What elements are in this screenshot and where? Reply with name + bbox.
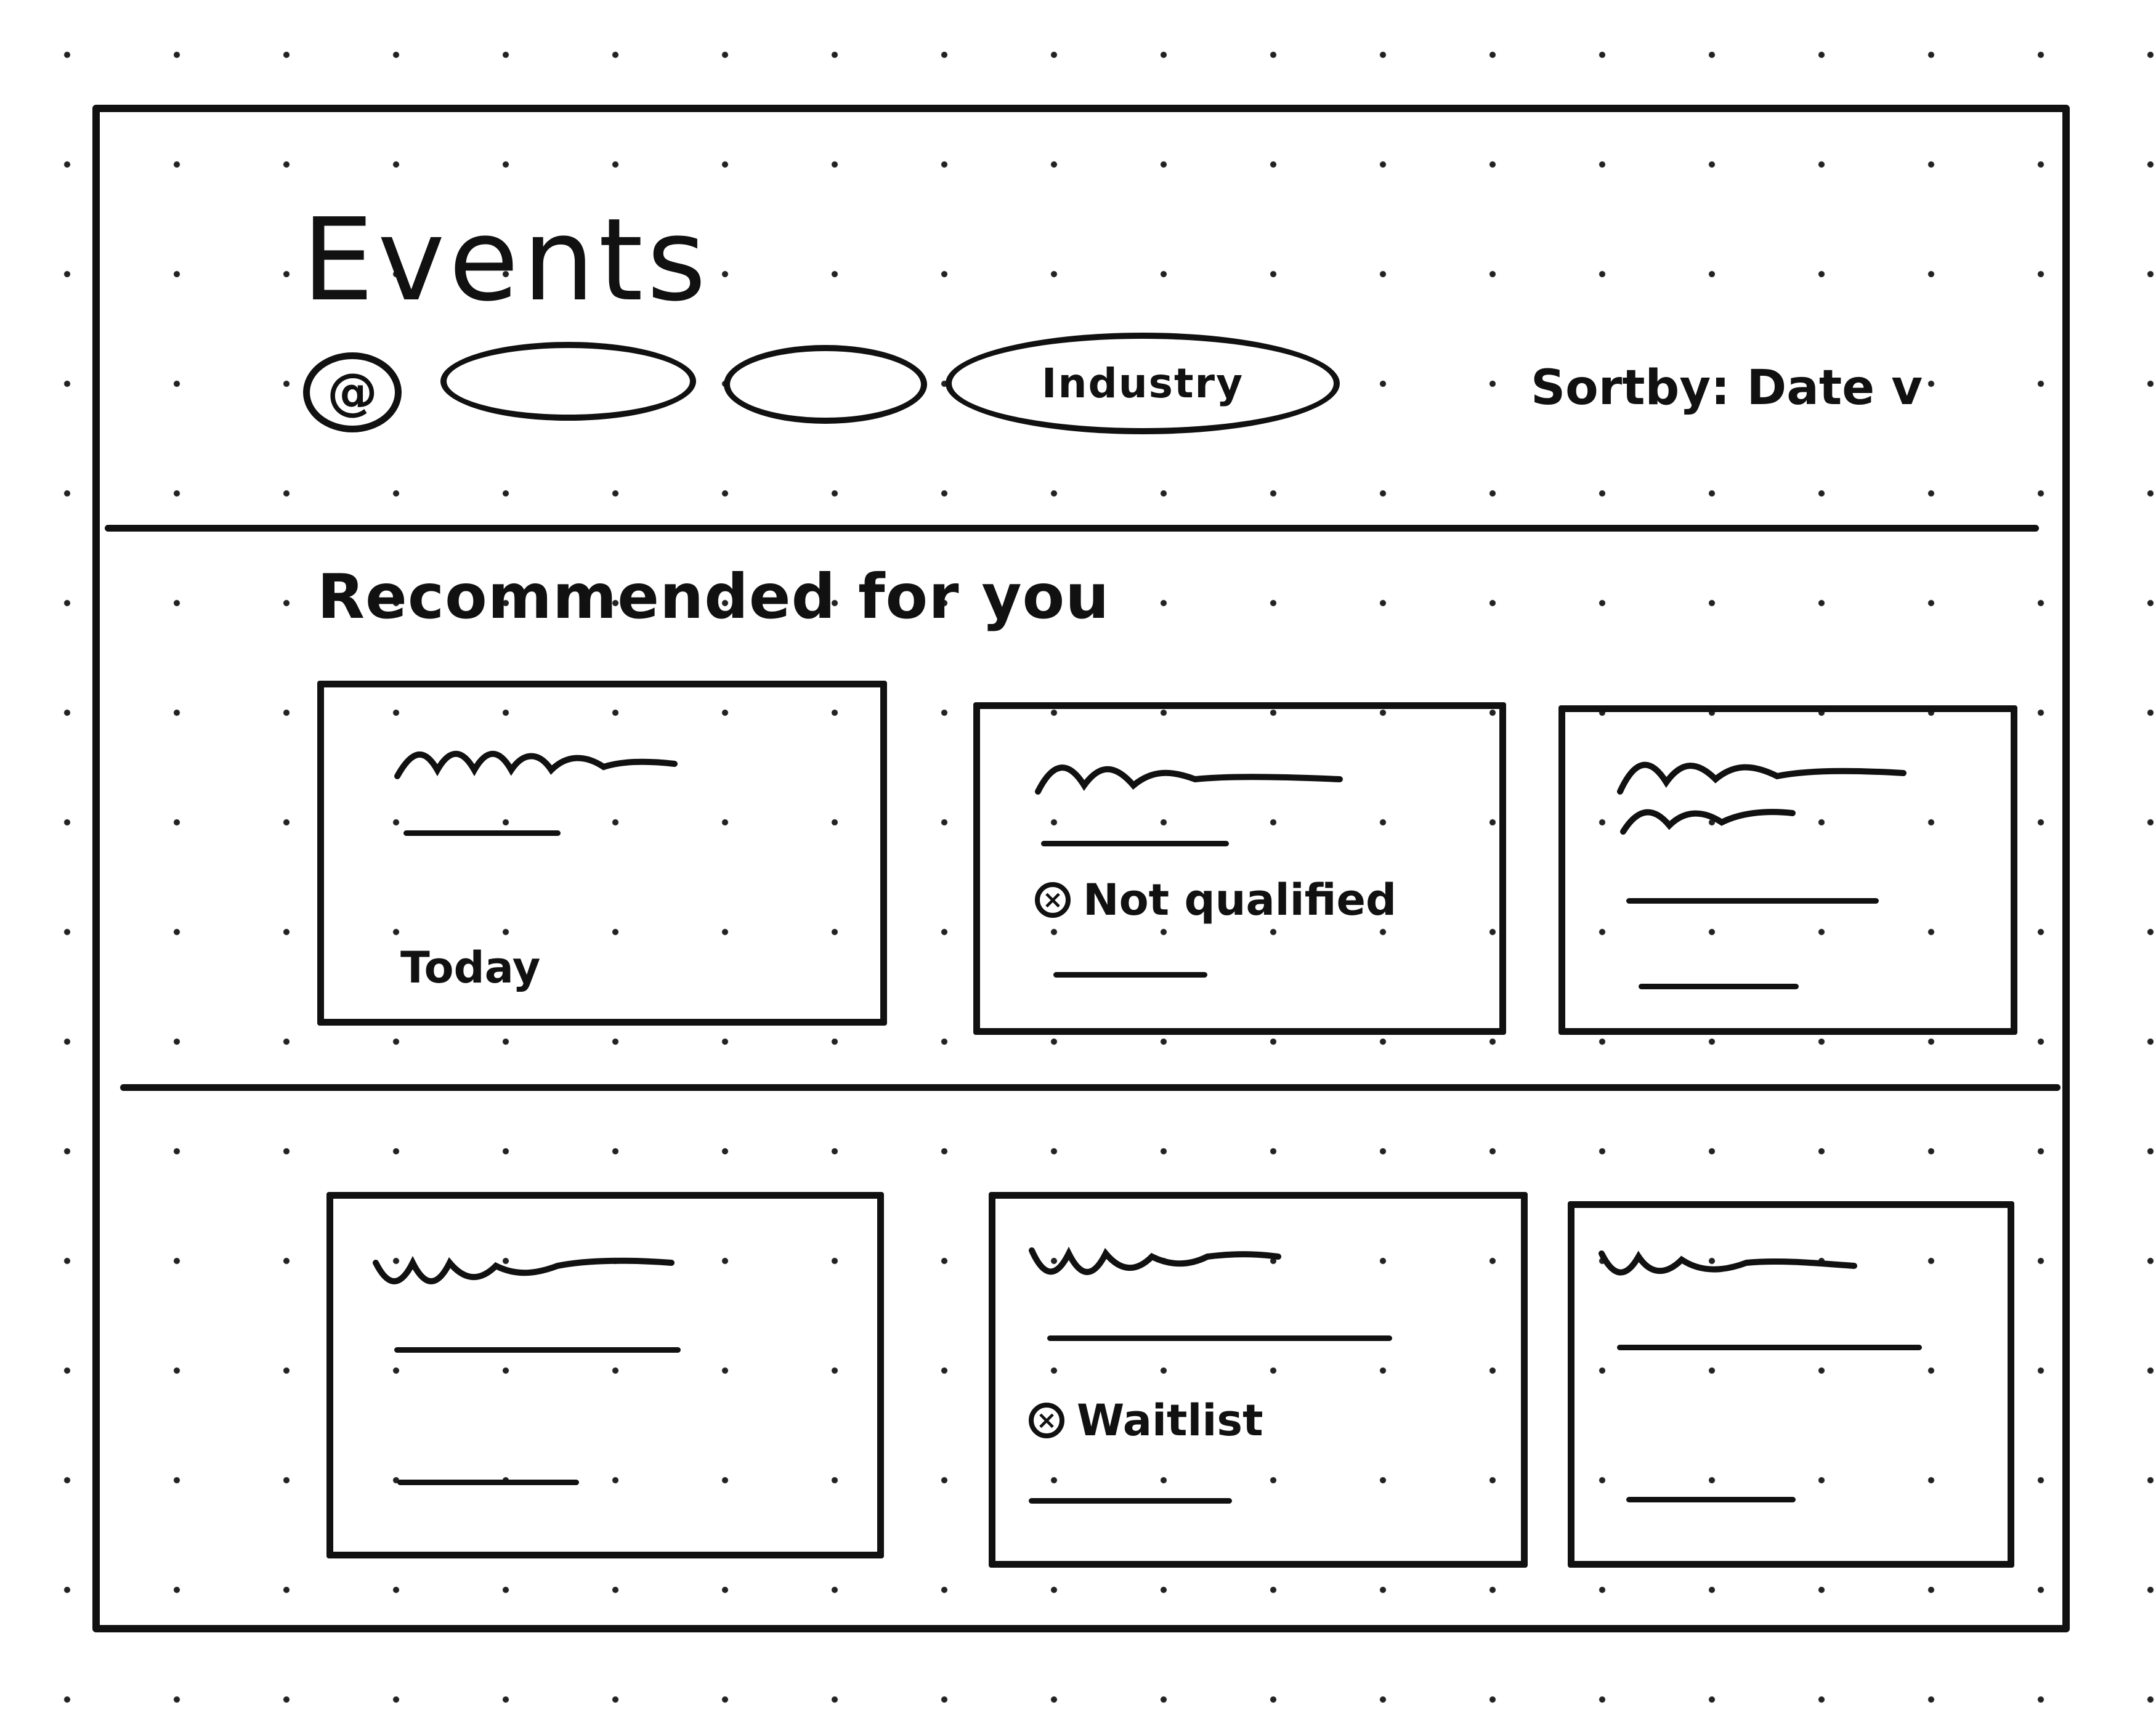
page-title: Events bbox=[302, 193, 710, 326]
x-circle-icon: × bbox=[1029, 1403, 1064, 1438]
filter-chip-1[interactable] bbox=[440, 342, 696, 421]
event-detail-placeholder bbox=[1053, 972, 1207, 978]
event-status: × Not qualified bbox=[1035, 875, 1396, 925]
event-card[interactable] bbox=[326, 1192, 884, 1558]
event-card[interactable] bbox=[317, 681, 887, 1026]
search-icon[interactable]: @ bbox=[303, 352, 402, 432]
event-card[interactable] bbox=[989, 1192, 1528, 1568]
event-title-placeholder bbox=[394, 750, 678, 779]
event-detail-placeholder bbox=[1029, 1498, 1232, 1504]
filter-chip-2[interactable] bbox=[724, 345, 927, 424]
event-detail-placeholder bbox=[397, 1480, 579, 1485]
event-status-label: Not qualified bbox=[1083, 875, 1397, 925]
event-card[interactable] bbox=[1568, 1201, 2014, 1568]
event-card[interactable] bbox=[1558, 705, 2017, 1035]
event-subtitle-placeholder bbox=[1041, 841, 1229, 846]
event-subtitle-placeholder bbox=[1626, 898, 1879, 904]
event-card[interactable] bbox=[973, 702, 1506, 1035]
event-title-placeholder bbox=[373, 1255, 675, 1284]
event-title-placeholder bbox=[1617, 761, 1907, 835]
sort-dropdown[interactable]: Sortby: Date v bbox=[1531, 360, 1923, 416]
event-subtitle-placeholder bbox=[1617, 1345, 1922, 1350]
search-icon-glyph: @ bbox=[327, 363, 378, 421]
event-status-label: Today bbox=[400, 942, 541, 993]
event-subtitle-placeholder bbox=[1047, 1335, 1392, 1341]
chevron-down-icon: v bbox=[1891, 360, 1923, 416]
section-title: Recommended for you bbox=[317, 561, 1110, 633]
filter-chip-industry[interactable]: Industry bbox=[946, 333, 1340, 434]
event-title-placeholder bbox=[1029, 1246, 1281, 1275]
event-detail-placeholder bbox=[1639, 984, 1799, 989]
event-title-placeholder bbox=[1035, 764, 1343, 795]
event-subtitle-placeholder bbox=[403, 830, 561, 836]
app-window bbox=[92, 105, 2070, 1632]
sort-label: Sortby: Date bbox=[1531, 360, 1875, 416]
section-divider bbox=[120, 1084, 2061, 1091]
event-status: × Waitlist bbox=[1029, 1395, 1263, 1446]
header-divider bbox=[105, 525, 2039, 532]
event-status: Today bbox=[400, 942, 540, 993]
filter-chip-label: Industry bbox=[1041, 360, 1244, 407]
event-detail-placeholder bbox=[1626, 1497, 1796, 1502]
event-subtitle-placeholder bbox=[394, 1347, 681, 1353]
x-circle-icon: × bbox=[1035, 882, 1071, 918]
event-status-label: Waitlist bbox=[1077, 1395, 1263, 1446]
event-title-placeholder bbox=[1599, 1250, 1857, 1276]
